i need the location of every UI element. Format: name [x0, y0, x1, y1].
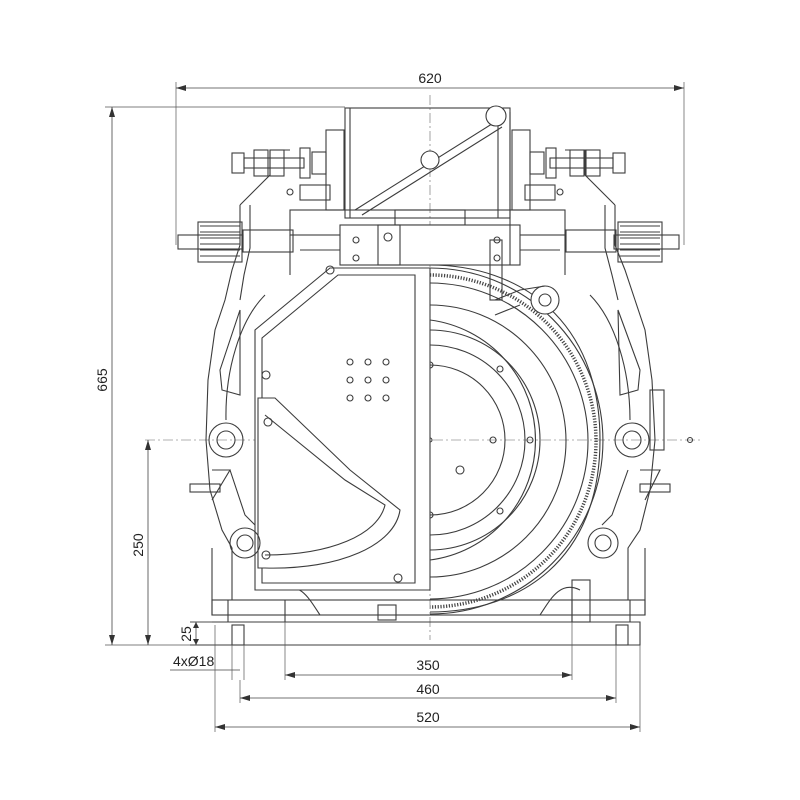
machine-base	[190, 548, 646, 646]
side-bosses	[189, 422, 694, 559]
dim-base-inner-width: 460	[416, 681, 440, 697]
brake-springs	[177, 221, 680, 263]
dim-base-outer-width: 520	[416, 709, 440, 725]
dimension-lines	[105, 82, 685, 732]
cover-plate	[254, 265, 431, 621]
dim-hole-spacing: 350	[416, 657, 440, 673]
brake-arms	[231, 129, 626, 211]
dim-shaft-height: 250	[130, 533, 146, 557]
dim-overall-width: 620	[418, 70, 442, 86]
dim-base-thickness: 25	[178, 626, 194, 642]
encoder-arm	[489, 239, 560, 316]
dim-hole-spec: 4xØ18	[173, 653, 214, 669]
dim-overall-height: 665	[94, 368, 110, 392]
traction-sheave	[426, 264, 604, 615]
